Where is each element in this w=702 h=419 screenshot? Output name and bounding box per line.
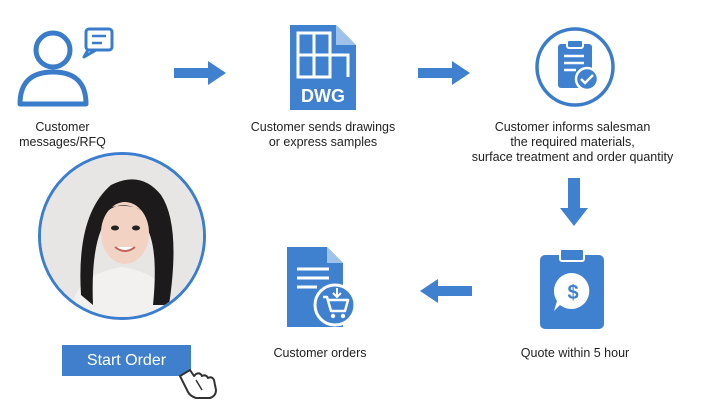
arrow-right-icon — [418, 61, 470, 85]
arrow-down-icon — [560, 178, 588, 226]
step-label-customer-messages: Customer messages/RFQ — [19, 120, 106, 149]
dollar-symbol: $ — [567, 282, 578, 304]
customer-message-icon — [16, 26, 116, 108]
document-cart-icon — [287, 247, 359, 331]
step-label-sends-drawings: Customer sends drawings or express sampl… — [250, 120, 396, 149]
dwg-file-icon: DWG — [290, 25, 356, 110]
dwg-tag: DWG — [301, 86, 345, 106]
customer-service-woman-photo — [38, 152, 206, 320]
step-label-customer-orders: Customer orders — [273, 346, 367, 360]
clipboard-check-icon — [534, 26, 616, 108]
step-label-informs-salesman: Customer informs salesman the required m… — [471, 120, 674, 164]
dollar-clipboard-icon: $ — [540, 247, 604, 329]
arrow-right-icon — [174, 61, 226, 85]
step-label-quote: Quote within 5 hour — [520, 346, 630, 360]
start-order-button[interactable]: Start Order — [62, 345, 191, 376]
arrow-left-icon — [420, 279, 472, 303]
hand-pointer-icon — [176, 366, 220, 400]
